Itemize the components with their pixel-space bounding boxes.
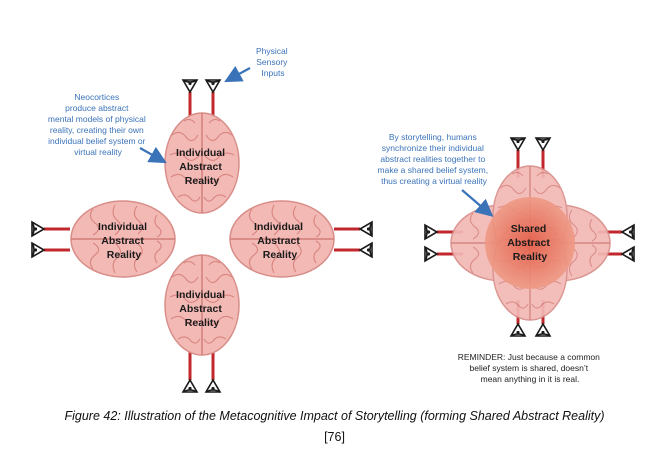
eye-icon (205, 379, 221, 393)
reminder-note: REMINDER: Just because a common belief s… (458, 352, 603, 384)
brain-right-label: Individual Abstract Reality (254, 221, 306, 261)
eye-icon (31, 221, 45, 237)
neocortex-note: Neocortices produce abstract mental mode… (48, 92, 148, 157)
top-eyes (182, 79, 221, 118)
brain-bottom-label: Individual Abstract Reality (176, 289, 228, 329)
right-diagram: Shared Abstract Reality By storytelling,… (378, 132, 635, 384)
eye-icon (31, 242, 45, 258)
storytelling-note: By storytelling, humans synchronize thei… (378, 132, 491, 186)
eye-icon (621, 246, 635, 262)
arrow-icon (139, 146, 167, 164)
eye-icon (535, 137, 551, 151)
eye-icon (424, 246, 438, 262)
eye-icon (424, 224, 438, 240)
physical-inputs-note: Physical Sensory Inputs (256, 46, 290, 78)
bottom-eyes (182, 350, 221, 393)
arrow-icon (224, 65, 251, 83)
eye-icon (205, 79, 221, 93)
eye-icon (621, 224, 635, 240)
figure-citation: [76] (324, 430, 345, 444)
brain-left-label: Individual Abstract Reality (98, 221, 150, 261)
eye-icon (359, 221, 373, 237)
left-diagram: Individual Abstract Reality Individual A… (31, 46, 373, 393)
eye-icon (535, 323, 551, 337)
left-eyes (31, 221, 70, 258)
eye-icon (510, 137, 526, 151)
figure-caption: Figure 42: Illustration of the Metacogni… (64, 409, 605, 423)
eye-icon (359, 242, 373, 258)
shared-reality-label: Shared Abstract Reality (507, 223, 553, 263)
storytelling-diagram: Individual Abstract Reality Individual A… (31, 46, 635, 393)
right-eyes (334, 221, 373, 258)
arrow-icon (461, 189, 494, 217)
eye-icon (510, 323, 526, 337)
eye-icon (182, 379, 198, 393)
brain-top-label: Individual Abstract Reality (176, 147, 228, 187)
shared-reality-core (485, 197, 575, 289)
eye-icon (182, 79, 198, 93)
